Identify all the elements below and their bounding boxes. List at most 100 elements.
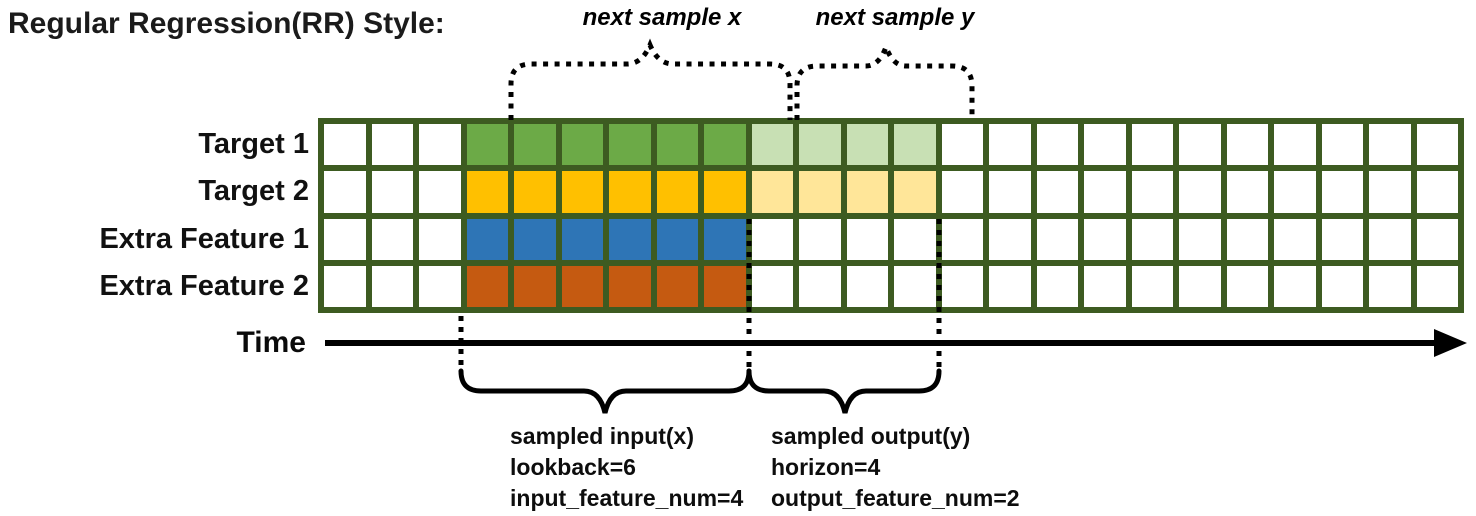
- grid-cell: [324, 218, 366, 260]
- grid-cell: [1321, 265, 1363, 308]
- grid-cell: [989, 124, 1031, 166]
- grid-cell: [799, 171, 841, 213]
- grid-cell: [466, 124, 508, 166]
- grid-cell: [846, 124, 888, 166]
- grid-cell: [846, 171, 888, 213]
- grid-cell: [1274, 171, 1316, 213]
- grid-cell: [1416, 171, 1458, 213]
- grid-cell: [941, 124, 983, 166]
- next-sample-y-brace: [794, 39, 975, 120]
- sampled-output-brace: [746, 368, 942, 414]
- lookback-value: lookback=6: [510, 454, 636, 480]
- grid-cell: [989, 171, 1031, 213]
- grid-cell: [1369, 265, 1411, 308]
- grid-cell: [799, 265, 841, 308]
- grid-cell: [1416, 124, 1458, 166]
- grid-cell: [704, 265, 746, 308]
- row-label: Extra Feature 1: [99, 222, 309, 255]
- grid-cell: [1321, 171, 1363, 213]
- time-axis-label: Time: [236, 326, 306, 359]
- grid-cell: [989, 218, 1031, 260]
- grid-cell: [324, 124, 366, 166]
- row-label: Extra Feature 2: [99, 269, 309, 302]
- grid-cell: [1369, 218, 1411, 260]
- grid-cell: [1131, 124, 1173, 166]
- grid-cell: [561, 265, 603, 308]
- grid-cell: [1226, 124, 1268, 166]
- grid-cell: [1084, 171, 1126, 213]
- input-feature-num-value: input_feature_num=4: [510, 485, 744, 511]
- grid-cell: [466, 171, 508, 213]
- grid-cell: [466, 218, 508, 260]
- grid-cell: [846, 265, 888, 308]
- grid-cell: [1226, 218, 1268, 260]
- grid-cell: [1369, 171, 1411, 213]
- grid-cell: [1369, 124, 1411, 166]
- grid-cell: [324, 265, 366, 308]
- grid-cell: [609, 218, 651, 260]
- grid-cell: [1274, 124, 1316, 166]
- grid-cell: [704, 171, 746, 213]
- grid-cell: [561, 171, 603, 213]
- grid-cell: [751, 218, 793, 260]
- grid-cell: [1131, 218, 1173, 260]
- grid-cell: [419, 265, 461, 308]
- grid-cell: [1084, 265, 1126, 308]
- grid-cell: [751, 265, 793, 308]
- grid-cell: [1226, 265, 1268, 308]
- sampled-input-annotation: sampled input(x) lookback=6 input_featur…: [510, 421, 743, 514]
- grid-cell: [1416, 218, 1458, 260]
- grid-cell: [894, 171, 936, 213]
- grid-cell: [1036, 171, 1078, 213]
- grid-cell: [1321, 218, 1363, 260]
- row-label: Target 1: [198, 128, 309, 160]
- grid-cell: [1084, 218, 1126, 260]
- grid-cell: [1179, 218, 1221, 260]
- grid-cell: [371, 265, 413, 308]
- grid-cell: [1226, 171, 1268, 213]
- grid-cell: [1036, 265, 1078, 308]
- grid-cell: [799, 218, 841, 260]
- grid-cell: [1131, 265, 1173, 308]
- grid-cell: [941, 171, 983, 213]
- grid-cell: [514, 124, 556, 166]
- grid-cell: [1036, 218, 1078, 260]
- grid-cell: [419, 171, 461, 213]
- grid-cell: [324, 171, 366, 213]
- time-axis-arrowhead-icon: [1434, 329, 1467, 357]
- grid-cell: [656, 218, 698, 260]
- grid-cell: [371, 124, 413, 166]
- grid-cell: [1416, 265, 1458, 308]
- grid-cell: [1131, 171, 1173, 213]
- grid-cell: [1084, 124, 1126, 166]
- grid-cell: [941, 265, 983, 308]
- grid-cell: [704, 218, 746, 260]
- grid-cell: [1036, 124, 1078, 166]
- grid: [318, 118, 1464, 314]
- grid-cell: [941, 218, 983, 260]
- grid-cell: [514, 218, 556, 260]
- grid-cell: [609, 265, 651, 308]
- row-label: Target 2: [198, 175, 309, 208]
- grid-cell: [609, 171, 651, 213]
- grid-cell: [1274, 265, 1316, 308]
- grid-cell: [514, 171, 556, 213]
- grid-cell: [656, 124, 698, 166]
- grid-cell: [1179, 265, 1221, 308]
- grid-cell: [561, 218, 603, 260]
- grid-cell: [1179, 171, 1221, 213]
- sampled-output-title: sampled output(y): [771, 423, 971, 449]
- sampled-output-annotation: sampled output(y) horizon=4 output_featu…: [771, 421, 1020, 514]
- grid-cell: [799, 124, 841, 166]
- grid-cell: [704, 124, 746, 166]
- grid-cell: [846, 218, 888, 260]
- horizon-value: horizon=4: [771, 454, 881, 480]
- grid-cell: [894, 265, 936, 308]
- grid-cell: [609, 124, 651, 166]
- grid-cell: [751, 171, 793, 213]
- output-feature-num-value: output_feature_num=2: [771, 485, 1020, 511]
- grid-cell: [656, 265, 698, 308]
- grid-cell: [514, 265, 556, 308]
- sampled-input-brace: [458, 368, 752, 414]
- grid-cell: [1274, 218, 1316, 260]
